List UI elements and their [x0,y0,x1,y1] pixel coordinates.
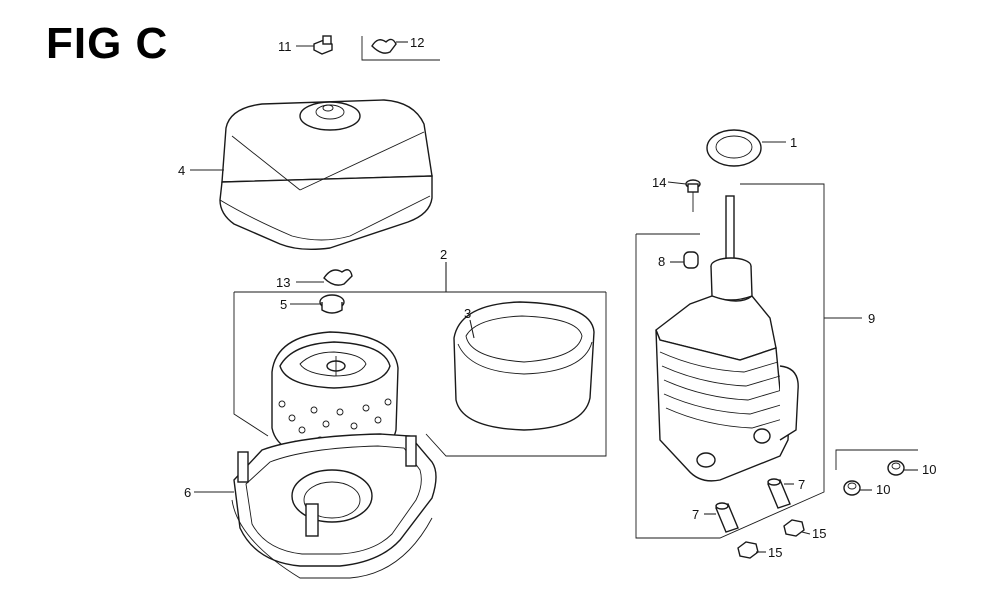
bracket-part-10 [835,449,918,470]
callout-13: 13 [276,275,290,290]
part-1-seal [706,129,762,167]
part-7-tube-a [767,478,791,509]
callout-7b: 7 [692,507,699,522]
part-5-grommet [319,294,345,314]
part-4-cover [219,99,433,251]
callout-15a: 15 [812,526,826,541]
callout-8: 8 [658,254,665,269]
part-6-base [231,433,437,579]
bracket-part-12 [361,36,440,61]
callout-10a: 10 [922,462,936,477]
part-10-grommet-a [887,460,905,476]
callout-11: 11 [278,39,292,54]
part-13-wing-nut [323,269,353,286]
part-14-bolt [685,179,701,212]
callout-10b: 10 [876,482,890,497]
callout-9: 9 [868,311,875,326]
part-10-grommet-b [843,480,861,496]
callout-1: 1 [790,135,797,150]
callout-3: 3 [464,306,471,321]
callout-5: 5 [280,297,287,312]
bracket-part-2 [233,292,269,437]
leader-lines [190,41,918,553]
part-15-nut-a [783,519,805,537]
part-7-tube-b [715,502,739,533]
callout-7a: 7 [798,477,805,492]
part-11-bolt [313,35,333,55]
callout-4: 4 [178,163,185,178]
callout-12: 12 [410,35,424,50]
callout-2: 2 [440,247,447,262]
bracket-part-9 [635,183,825,539]
callout-14: 14 [652,175,666,190]
part-3-foam-element [453,301,595,431]
part-2-paper-element [271,331,399,461]
part-8-collar [683,251,699,269]
figure-title: FIG C [46,19,169,68]
callout-15b: 15 [768,545,782,560]
part-12-wing-nut [371,38,397,54]
part-15-nut-b [737,541,759,559]
part-9-case [655,195,799,482]
callout-labels: 1 2 3 4 5 6 7 7 8 9 10 10 11 12 13 14 15… [178,35,936,560]
callout-6: 6 [184,485,191,500]
